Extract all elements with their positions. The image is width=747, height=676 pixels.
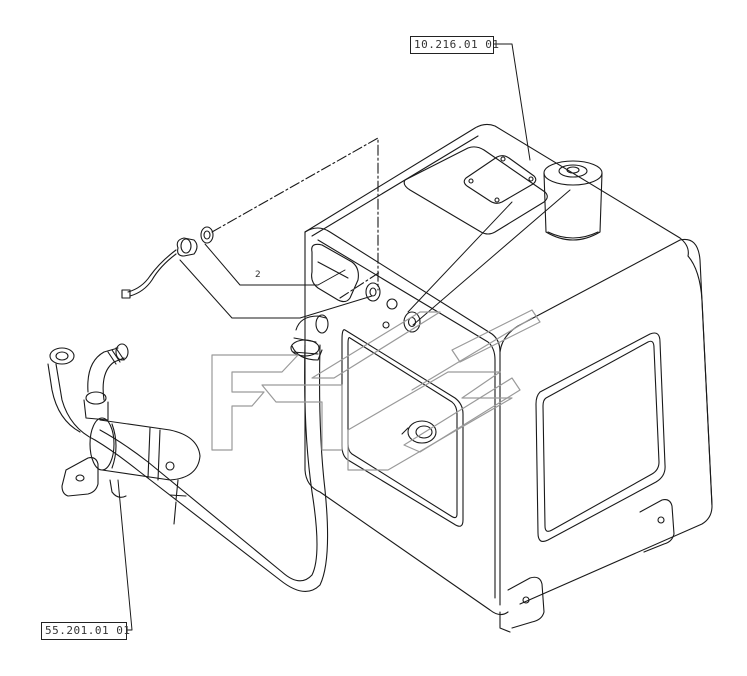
hydraulic-tank [304,123,713,633]
level-sender-with-harness [121,226,214,299]
tank-foot-bottom [499,576,545,633]
return-port [365,282,381,302]
tank-foot-right [639,499,675,553]
ref-label-bottom[interactable]: 55.201.01 01 [41,622,130,640]
right-side-recess [535,332,666,542]
assembly-centerlines [211,137,381,299]
access-cover-plate [403,146,548,235]
small-bolt [382,321,390,329]
ref-label-top[interactable]: 10.216.01 01 [410,36,499,54]
breather-port [386,298,398,310]
tank-right-face [499,238,713,605]
hose-outer-edge [94,344,329,592]
filler-cap [543,160,603,241]
filter-pump-assembly [47,343,201,525]
tank-top-face [304,123,689,257]
hose-inner-edge [99,344,318,582]
callout-number-2: 2 [255,270,261,280]
side-bracket [311,243,359,303]
logo-watermark-icon [211,309,541,471]
leader-lines [117,43,571,631]
hose-elbow-fitting [290,314,329,361]
tank-front-edge [304,227,501,606]
hydraulic-hose [94,314,329,592]
left-side-recess [341,329,464,527]
level-gauge [401,420,437,444]
tank-left-face [304,231,509,616]
